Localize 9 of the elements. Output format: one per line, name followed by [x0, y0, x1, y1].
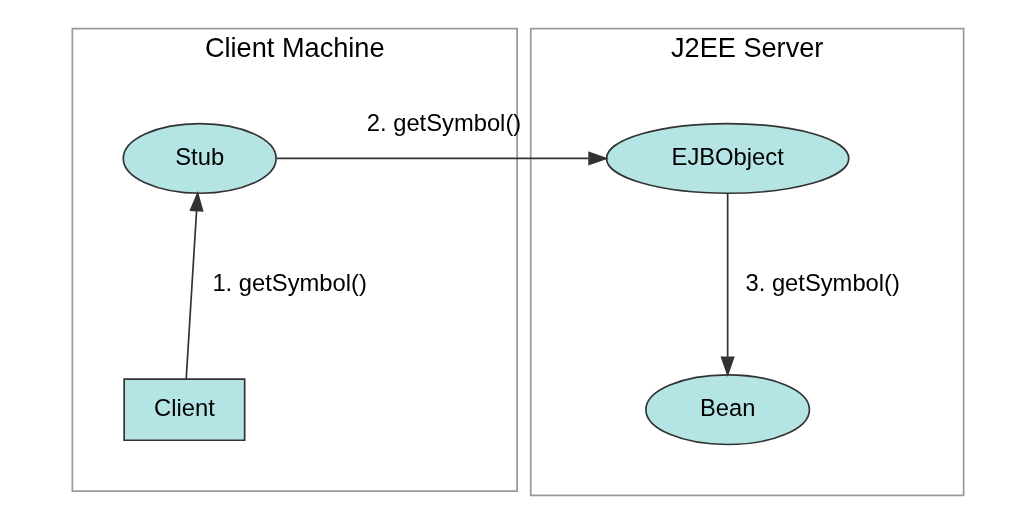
node-ellipse: EJBObject: [605, 122, 850, 195]
node-ellipse: Bean: [645, 374, 811, 446]
arrow: [720, 192, 735, 377]
arrow: [185, 190, 204, 380]
edge-label: 1. getSymbol(): [212, 269, 367, 297]
arrow: [276, 151, 609, 166]
edge-label: 3. getSymbol(): [745, 269, 900, 297]
node-box: Client: [123, 378, 246, 442]
node-ellipse: Stub: [122, 122, 277, 195]
